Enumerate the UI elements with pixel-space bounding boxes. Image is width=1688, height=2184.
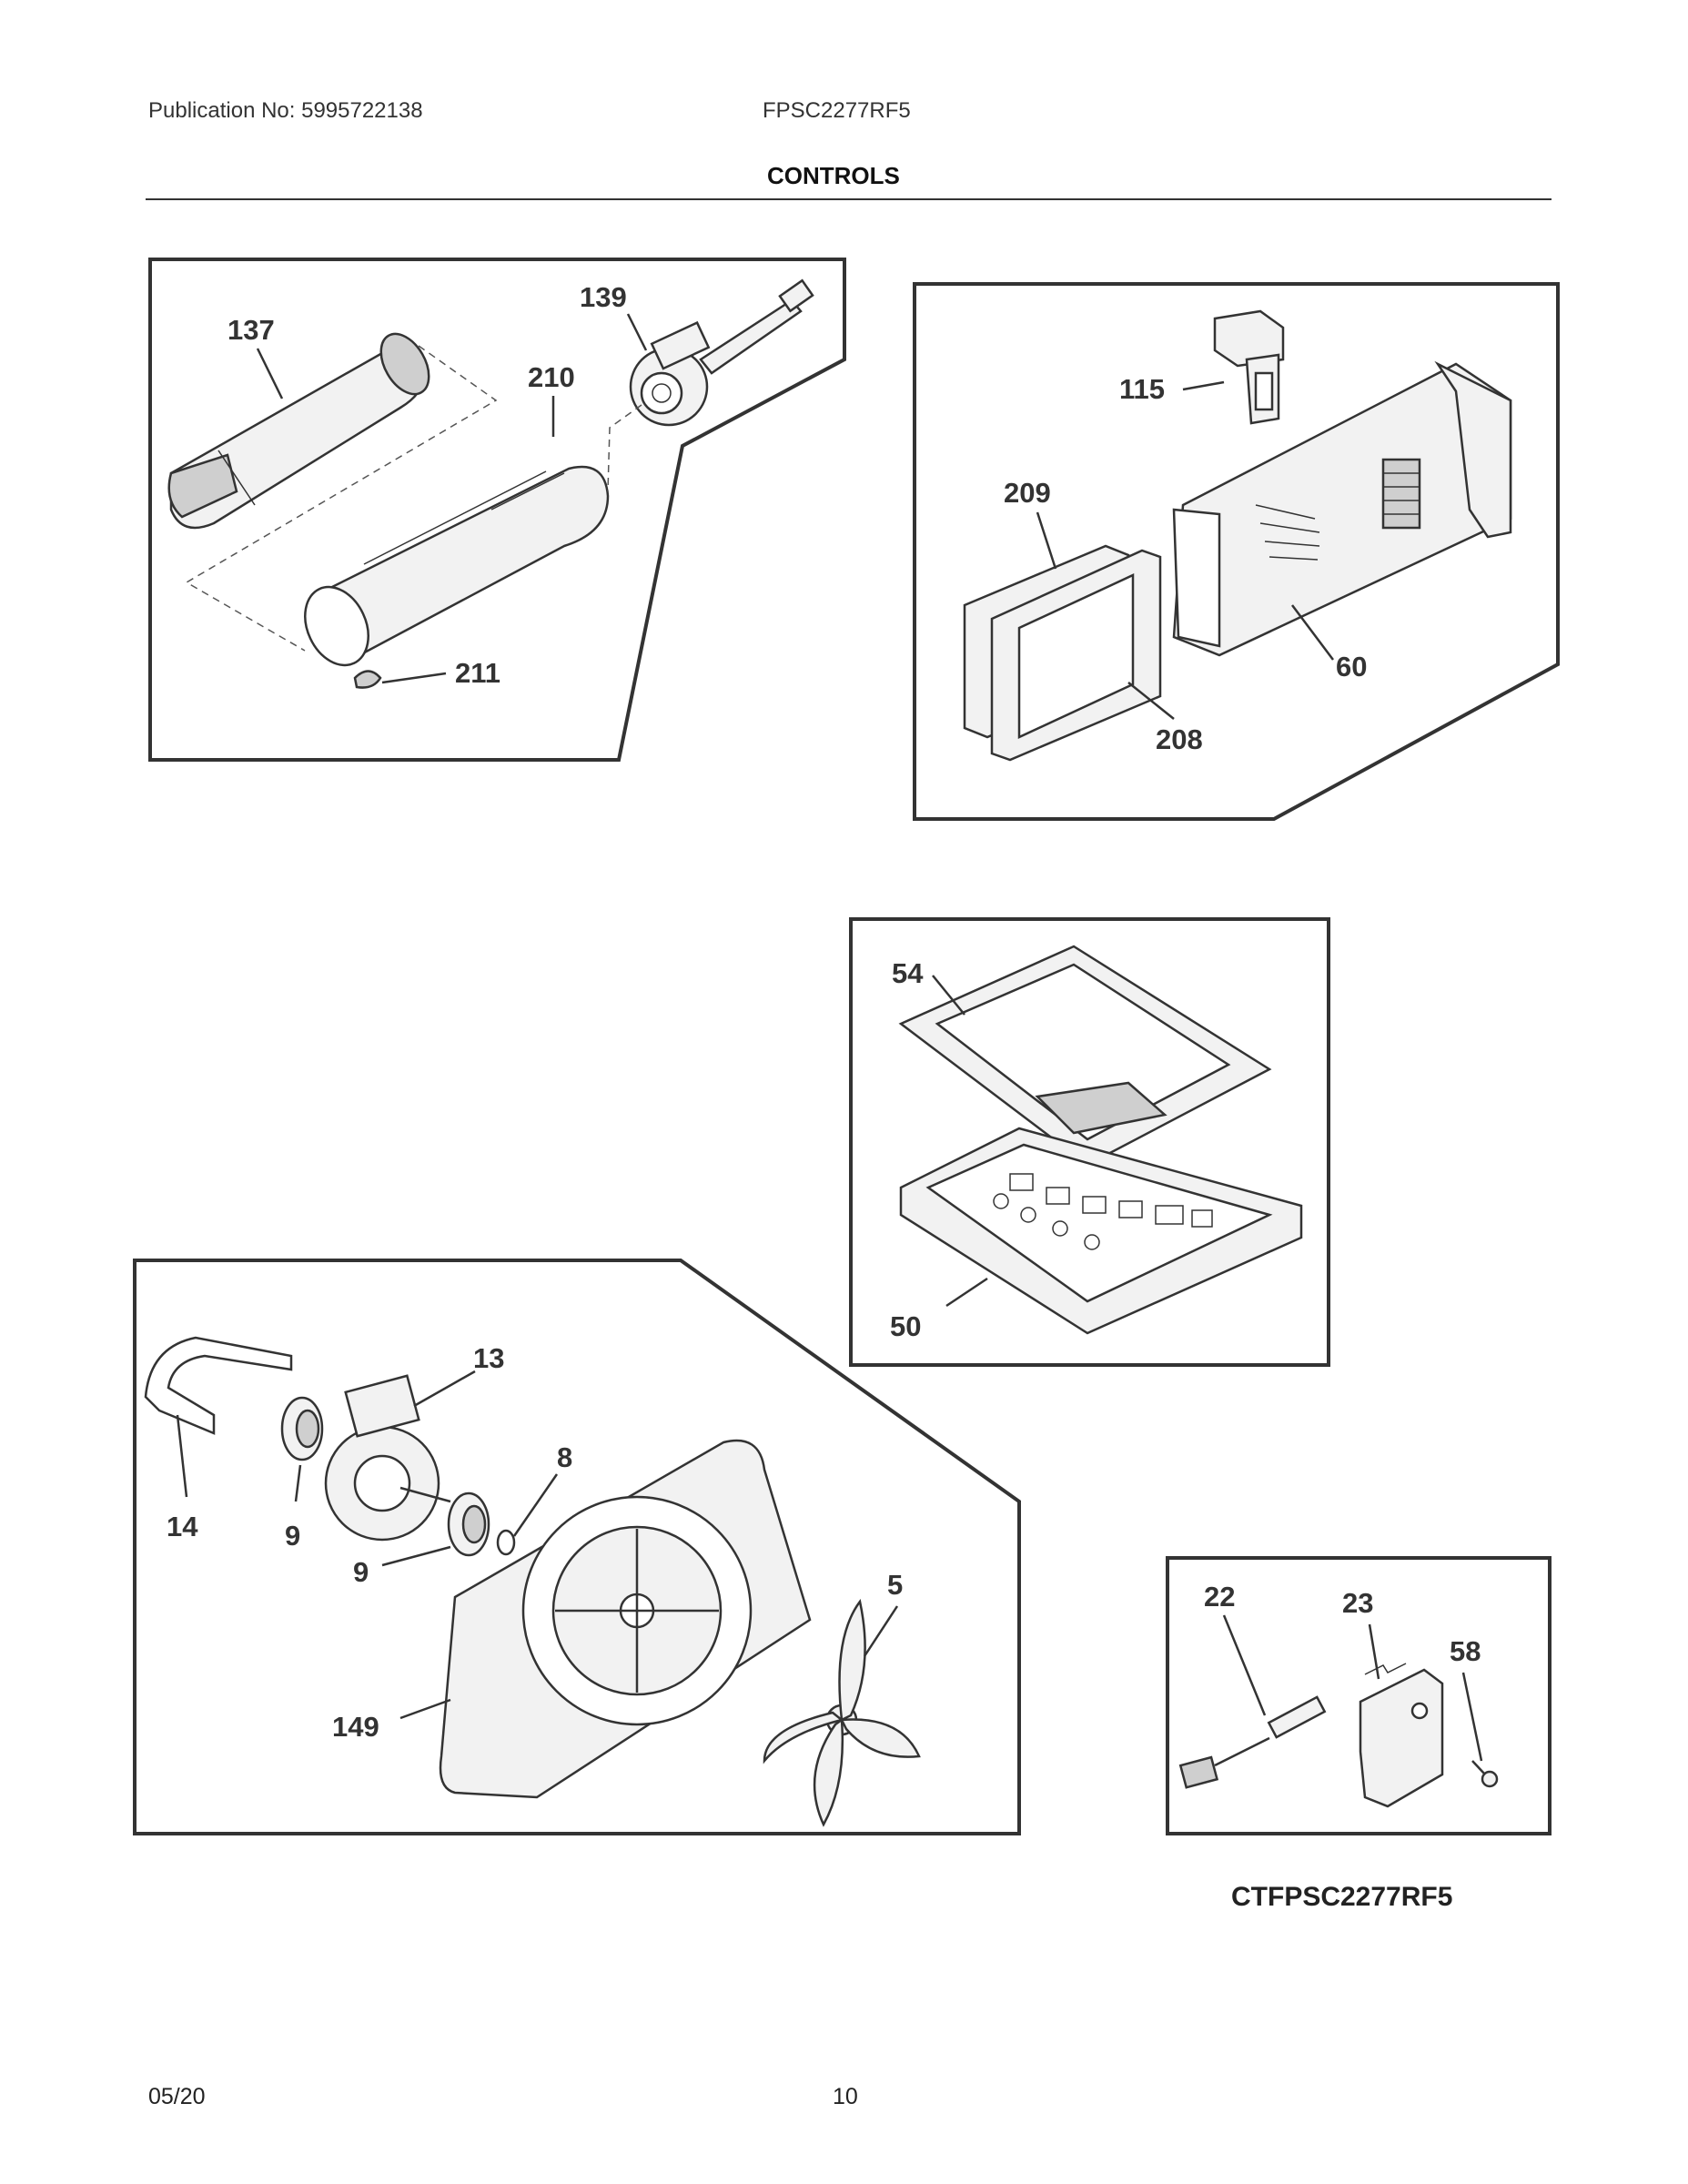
callout-9-lower: 9 (353, 1556, 369, 1588)
callout-13: 13 (473, 1342, 504, 1374)
filter-head-part[interactable] (629, 278, 814, 427)
bezel-part[interactable] (990, 549, 1162, 762)
callout-8: 8 (557, 1441, 572, 1473)
section-title: CONTROLS (767, 162, 900, 189)
panel-control-housing-frame (913, 282, 1560, 821)
footer-page-number: 10 (833, 2084, 858, 2109)
housing-clip-part[interactable] (353, 670, 382, 689)
panel-water-filter-frame (148, 258, 846, 762)
panel-control-board-frame (849, 917, 1330, 1367)
fan-shroud-part[interactable] (439, 1439, 812, 1799)
callout-58: 58 (1450, 1635, 1481, 1667)
callout-208: 208 (1156, 723, 1203, 755)
callout-60: 60 (1336, 651, 1367, 682)
panel-control-board: 54 50 (849, 917, 1330, 1367)
sensor-part[interactable] (1178, 1695, 1327, 1789)
callout-149: 149 (332, 1711, 379, 1743)
assembly-guide (185, 345, 498, 652)
callout-5: 5 (887, 1569, 903, 1601)
panel-thermistor: 22 23 58 (1166, 1556, 1552, 1835)
control-housing-part[interactable] (1172, 360, 1512, 657)
callout-137: 137 (227, 314, 275, 346)
publication-number: Publication No: 5995722138 (148, 98, 423, 123)
panel-control-housing: 115 209 208 60 (913, 282, 1560, 821)
sensor-cover-part[interactable] (1359, 1663, 1444, 1808)
callout-9-upper: 9 (285, 1520, 300, 1552)
footer-date: 05/20 (148, 2084, 206, 2109)
connector-part[interactable] (1213, 309, 1285, 425)
panel-thermistor-frame (1166, 1556, 1552, 1835)
callout-115: 115 (1119, 373, 1165, 405)
fan-bracket-part[interactable] (144, 1336, 293, 1435)
panel-fan-assembly: 13 14 9 9 8 5 149 (133, 1259, 1021, 1835)
filter-housing-part[interactable] (293, 465, 610, 675)
panel-water-filter: 137 139 210 211 (148, 258, 846, 762)
callout-22: 22 (1204, 1581, 1235, 1613)
diagram-code: CTFPSC2277RF5 (1231, 1882, 1453, 1912)
board-cover-part[interactable] (898, 945, 1272, 1167)
callout-14: 14 (167, 1511, 198, 1542)
callout-139: 139 (580, 281, 627, 313)
model-number: FPSC2277RF5 (763, 98, 911, 123)
callout-210: 210 (528, 361, 575, 393)
washer-part[interactable] (496, 1529, 516, 1556)
callout-50: 50 (890, 1310, 921, 1342)
fan-motor-part[interactable] (324, 1374, 451, 1542)
assembly-guide (607, 404, 642, 492)
grommet-part[interactable] (447, 1491, 490, 1557)
control-board-part[interactable] (899, 1081, 1303, 1335)
screw-part[interactable] (1471, 1760, 1499, 1788)
panel-fan-assembly-frame (133, 1259, 1021, 1835)
grommet-part[interactable] (280, 1396, 324, 1461)
callout-54: 54 (892, 957, 924, 989)
water-filter-part[interactable] (167, 326, 439, 530)
callout-209: 209 (1004, 477, 1051, 509)
header-rule (146, 198, 1552, 200)
fan-blade-part[interactable] (763, 1599, 921, 1827)
callout-211: 211 (455, 657, 500, 689)
callout-23: 23 (1342, 1587, 1373, 1619)
